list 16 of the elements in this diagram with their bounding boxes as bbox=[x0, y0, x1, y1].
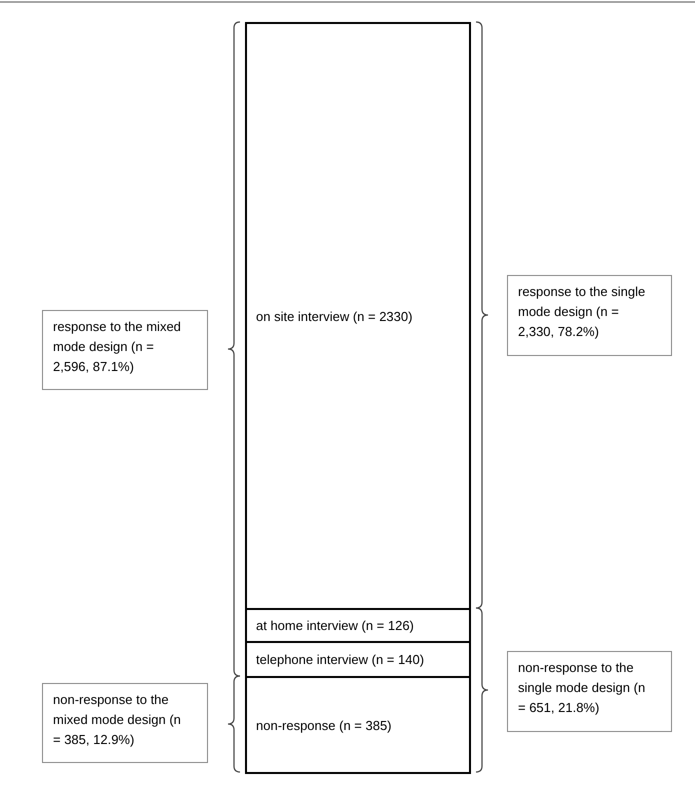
annotation-box bbox=[42, 310, 208, 390]
annotation-text: response to the single mode design (n = 2,330, 78.2%) bbox=[518, 283, 646, 341]
segment-label: non-response (n = 385) bbox=[256, 718, 392, 732]
annotation-text: non-response to the mixed mode design (n = 385, 12.9%) bbox=[53, 691, 182, 749]
annotation-text: non-response to the single mode design (n = 651, 21.8%) bbox=[518, 659, 646, 717]
annotation-box bbox=[507, 275, 672, 356]
segment-label: on site interview (n = 2330) bbox=[256, 308, 412, 324]
bar-segment bbox=[245, 676, 471, 774]
segment-label: telephone interview (n = 140) bbox=[256, 652, 424, 667]
annotation-box bbox=[507, 651, 672, 732]
segment-label: at home interview (n = 126) bbox=[256, 618, 414, 633]
bar-segment bbox=[245, 22, 471, 610]
bar-segment bbox=[245, 608, 471, 643]
annotation-box bbox=[42, 683, 208, 763]
annotation-text: response to the mixed mode design (n = 2,596, 87.1%) bbox=[53, 318, 182, 376]
bar-segment bbox=[245, 641, 471, 678]
